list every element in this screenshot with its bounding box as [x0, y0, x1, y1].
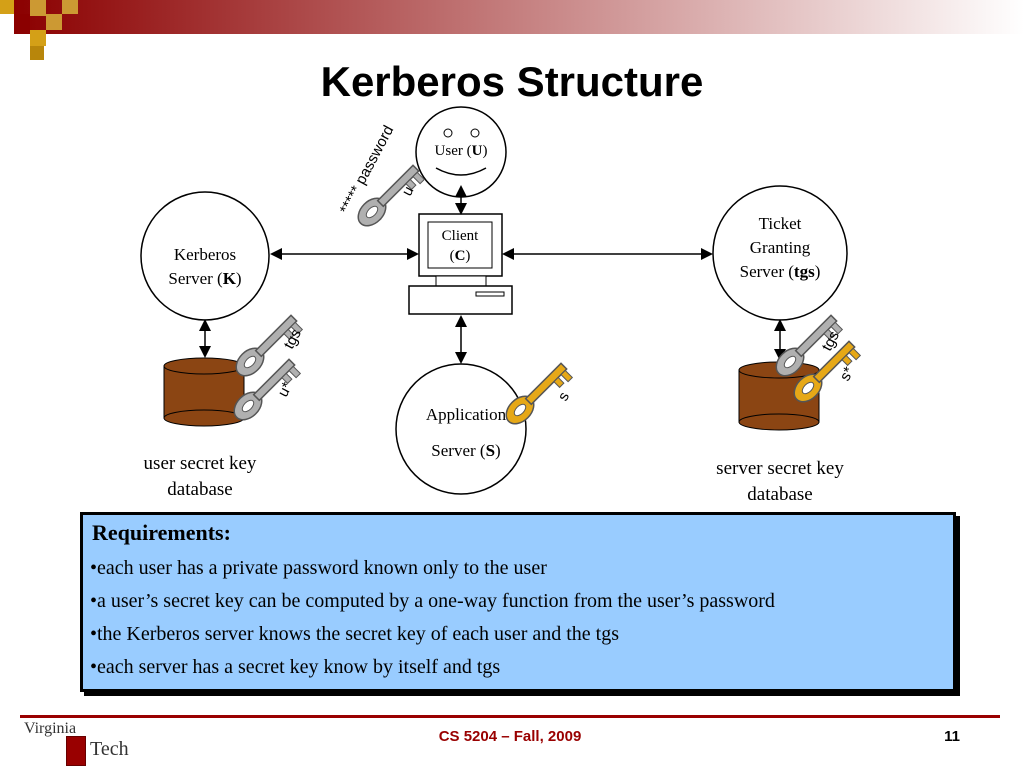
logo-mark [66, 736, 86, 766]
footer-rule [20, 715, 1000, 718]
client-label: Client (C) [441, 228, 479, 264]
server-db-label: server secret key database [716, 458, 844, 505]
key-label-tgs-s: s* [837, 364, 858, 384]
requirement-item: •each server has a secret key know by it… [90, 656, 501, 678]
kerberos-diagram: ***** password u tgs u* s tgs s* [140, 106, 863, 495]
user-mouth [435, 167, 487, 176]
client-base [408, 285, 513, 315]
requirements-title: Requirements: [92, 520, 231, 545]
key-label-s: s [555, 389, 574, 404]
requirement-item: •the Kerberos server knows the secret ke… [90, 623, 620, 645]
virginia-tech-logo: Virginia Tech [24, 720, 144, 766]
tgs-label: Ticket Granting Server (tgs) [739, 214, 821, 281]
client-neck [435, 275, 487, 287]
client-drive [475, 291, 505, 297]
requirements-panel [80, 512, 956, 692]
slide-title: Kerberos Structure [320, 58, 704, 105]
logo-line1: Virginia [24, 720, 77, 737]
kerberos-label: Kerberos Server (K) [168, 245, 242, 288]
client-screen [427, 221, 493, 269]
footer-course: CS 5204 – Fall, 2009 [438, 728, 582, 745]
user-db-cylinder [163, 357, 245, 427]
user-eye-right [470, 128, 480, 138]
user-db-label: user secret key database [143, 453, 257, 500]
header-decoration [0, 0, 1024, 60]
app-node [395, 363, 527, 495]
app-label: Application Server (S) [425, 405, 507, 460]
logo-line2: Tech [90, 738, 129, 760]
user-eye-left [443, 128, 453, 138]
user-label: User (U) [434, 143, 488, 159]
footer-page-number: 11 [944, 728, 960, 745]
requirement-item: •a user’s secret key can be computed by … [90, 590, 775, 612]
requirement-item: •each user has a private password known … [90, 557, 547, 579]
